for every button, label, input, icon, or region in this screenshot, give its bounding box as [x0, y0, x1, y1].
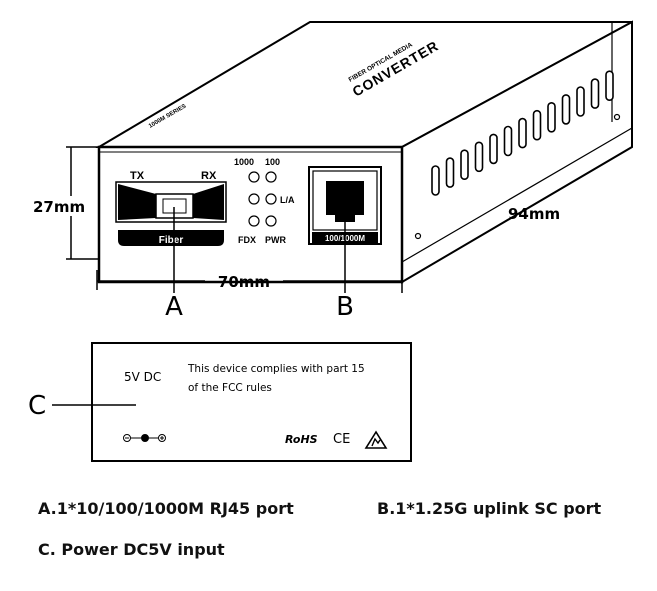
vent-slot — [590, 78, 600, 109]
tx-label: TX — [130, 170, 145, 182]
screw-rear — [613, 113, 621, 121]
callout-b: B — [336, 292, 354, 322]
callout-a: A — [165, 292, 183, 322]
vent-slot — [605, 70, 614, 101]
vent-slot — [547, 102, 556, 133]
vent-slot — [561, 94, 571, 125]
callout-c: C — [28, 391, 46, 421]
callout-lines — [173, 207, 346, 293]
led-la-label: L/A — [280, 195, 295, 205]
led-pwr-label: PWR — [265, 235, 286, 245]
screw-front — [414, 232, 422, 240]
led-fdx — [248, 215, 260, 227]
ventilation-slots — [431, 70, 614, 196]
fcc-line-1: This device complies with part 15 — [187, 363, 365, 375]
rx-label: RX — [201, 170, 217, 182]
led-100-label: 100 — [265, 157, 280, 167]
led-la-1 — [248, 193, 260, 205]
height-dimension: 27mm — [33, 198, 85, 216]
led-pwr — [265, 215, 277, 227]
vent-slot — [431, 165, 440, 196]
rohs-mark: RoHS — [285, 433, 318, 446]
led-100 — [265, 171, 277, 183]
fiber-sc-port: TX RX Fiber — [115, 170, 227, 246]
fiber-label: Fiber — [159, 235, 184, 246]
led-1000 — [248, 171, 260, 183]
led-la-2 — [265, 193, 277, 205]
depth-dimension: 94mm — [508, 205, 560, 223]
caption-rj45-port: A.1*10/100/1000M RJ45 port — [38, 499, 294, 518]
vent-slot — [576, 86, 585, 117]
vent-slot — [532, 109, 542, 141]
caption-sc-port: B.1*1.25G uplink SC port — [377, 499, 602, 518]
dc-polarity-icon — [123, 434, 166, 442]
esd-warning-icon — [364, 430, 388, 449]
width-dimension: 70mm — [218, 273, 270, 291]
caption-power-input: C. Power DC5V input — [38, 540, 225, 559]
screws — [414, 113, 621, 240]
vent-slot — [445, 157, 455, 188]
power-text: 5V DC — [124, 370, 161, 384]
vent-slot — [489, 133, 498, 165]
vent-slot — [503, 125, 513, 157]
vent-slot — [474, 141, 484, 173]
vent-slot — [518, 117, 527, 149]
fcc-line-2: of the FCC rules — [188, 382, 272, 394]
led-indicators: 1000 100 L/A FDX PWR — [234, 157, 295, 245]
led-fdx-label: FDX — [238, 235, 256, 245]
led-1000-label: 1000 — [234, 157, 254, 167]
ce-mark: CE — [333, 432, 350, 447]
vent-slot — [460, 149, 469, 180]
rear-panel: 5V DC This device complies with part 15 … — [91, 342, 412, 462]
